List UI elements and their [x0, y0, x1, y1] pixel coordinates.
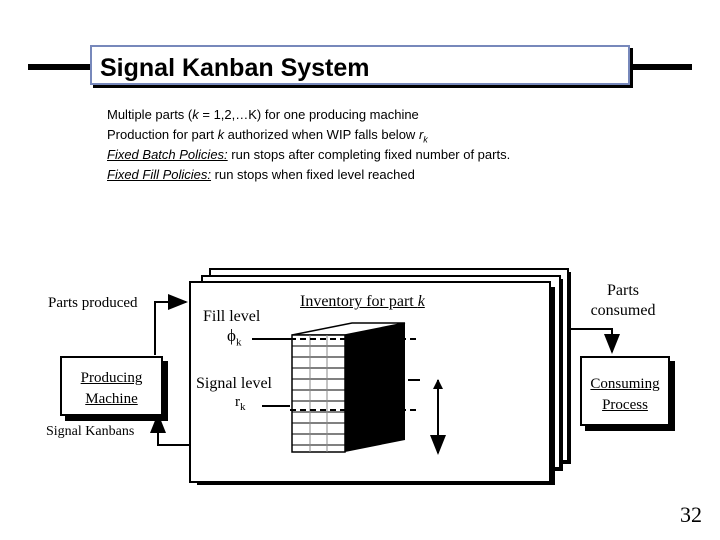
consuming-process-box: Consuming Process [580, 356, 670, 426]
bullet-2-sub: k [423, 134, 428, 145]
title-box: Signal Kanban System [90, 45, 630, 85]
parts-consumed-line1: Parts [607, 282, 639, 299]
bullet-line-2: Production for part k authorized when WI… [107, 127, 428, 145]
bullet-1-k: k [192, 107, 199, 122]
bullet-line-4: Fixed Fill Policies: run stops when fixe… [107, 167, 415, 182]
bullet-1-post: = 1,2,…K) for one producing machine [198, 107, 419, 122]
title-rule-left [28, 64, 92, 70]
fill-level-symbol: ϕk [227, 326, 241, 348]
parts-consumed-label: Parts consumed [584, 281, 662, 321]
parts-produced-label: Parts produced [48, 295, 138, 311]
consuming-line2: Process [602, 397, 648, 413]
inventory-k: k [417, 293, 425, 310]
bullet-2-r: r [418, 127, 424, 142]
slide-number: 32 [680, 502, 702, 527]
parts-consumed-line2: consumed [590, 302, 656, 319]
bullet-1-pre: Multiple parts ( [107, 107, 193, 122]
producing-machine-box: Producing Machine [60, 356, 163, 416]
consuming-line1: Consuming [590, 376, 660, 392]
bullet-line-1: Multiple parts (k = 1,2,…K) for one prod… [107, 107, 419, 122]
fixed-fill-text: run stops when fixed level reached [211, 167, 415, 182]
fill-level-label: Fill level [203, 308, 261, 325]
inventory-pre: Inventory for part [300, 293, 418, 310]
page-title: Signal Kanban System [100, 54, 370, 82]
bullet-2-mid: authorized when WIP falls below [224, 127, 419, 142]
bullet-line-3: Fixed Batch Policies: run stops after co… [107, 147, 510, 162]
parts-consumed-arrow [570, 328, 620, 354]
parts-produced-arrow [154, 294, 188, 355]
batch-size-arrow-top [433, 379, 443, 389]
signal-symbol: r [235, 394, 240, 410]
signal-kanban-line [150, 413, 190, 446]
inventory-block [291, 322, 406, 453]
fixed-batch-text: run stops after completing fixed number … [227, 147, 511, 162]
title-rule-right [630, 64, 692, 70]
signal-level-label: Signal level [196, 375, 272, 392]
bullet-2-k: k [217, 127, 225, 142]
bullet-2-pre: Production for part [107, 127, 218, 142]
fill-symbol: ϕ [227, 326, 236, 345]
fixed-batch-label: Fixed Batch Policies: [107, 147, 228, 162]
signal-kanbans-label: Signal Kanbans [46, 424, 135, 439]
signal-sub: k [240, 401, 246, 413]
inventory-label: Inventory for part k [300, 293, 425, 311]
signal-level-symbol: rk [235, 394, 246, 413]
fixed-fill-label: Fixed Fill Policies: [107, 167, 212, 182]
producing-machine-line1: Producing [80, 370, 143, 386]
fill-sub: k [235, 336, 242, 349]
producing-machine-line2: Machine [85, 391, 138, 407]
